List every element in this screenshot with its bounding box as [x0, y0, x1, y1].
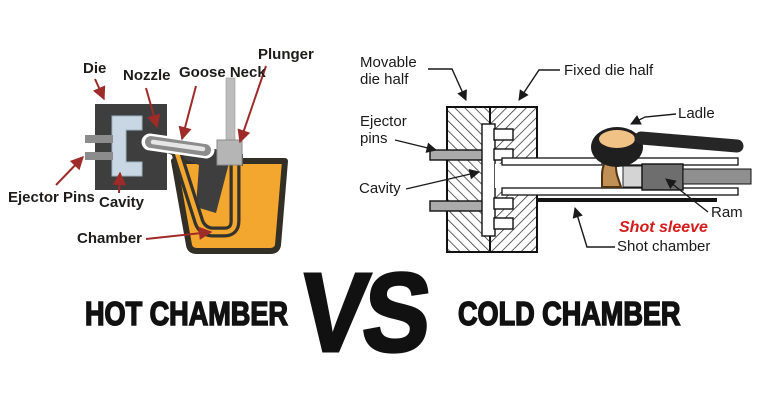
- shot-chamber-line: [537, 198, 717, 202]
- ejector-pin-bottom: [85, 152, 113, 160]
- label-chamber: Chamber: [77, 230, 143, 247]
- label-ejector-pins: Ejector Pins: [8, 189, 95, 206]
- cold-ejector-arrow: [394, 139, 438, 153]
- ladle-melt: [597, 128, 637, 150]
- sleeve-wall-top-left: [501, 157, 603, 166]
- sleeve-plug: [622, 165, 643, 188]
- nozzle-arrow: [145, 87, 161, 129]
- hot-chamber-title: HOT CHAMBER: [84, 294, 288, 333]
- label-cold-ejector-pins: Ejector pins: [360, 113, 407, 147]
- label-cavity: Cavity: [99, 194, 145, 211]
- cold-ejector-pin-top: [429, 149, 485, 161]
- label-ladle: Ladle: [678, 105, 715, 122]
- cold-die-cavity: [481, 123, 514, 237]
- plunger-rod: [225, 77, 236, 147]
- die-arrow: [92, 78, 106, 101]
- goose-neck-arrow: [178, 85, 197, 141]
- vs-title: VS: [293, 249, 433, 377]
- goose-neck-tube-melt: [172, 144, 238, 235]
- label-goose-neck: Goose Neck: [179, 64, 266, 81]
- label-die: Die: [83, 60, 107, 77]
- cavity-arrow: [112, 171, 127, 194]
- cold-leader-arrows: [394, 68, 709, 248]
- ladle-arrow: [630, 113, 677, 125]
- label-ram: Ram: [711, 204, 743, 221]
- cold-ejector-pin-bottom: [429, 200, 485, 212]
- label-cold-cavity: Cavity: [359, 180, 401, 197]
- label-nozzle: Nozzle: [123, 67, 171, 84]
- ejector-pin-top: [85, 135, 113, 143]
- label-movable-die-half: Movable die half: [360, 54, 417, 88]
- label-shot-sleeve: Shot sleeve: [619, 219, 708, 236]
- cold-chamber-title: COLD CHAMBER: [457, 294, 681, 333]
- cold-cavity-arrow: [405, 169, 481, 190]
- ram-rod: [682, 168, 752, 185]
- shot-chamber-arrow: [572, 206, 615, 248]
- fixed-die-arrow: [518, 69, 560, 101]
- hot-chamber-machine: [55, 65, 288, 254]
- nozzle-bore: [150, 139, 206, 152]
- plunger-cylinder: [216, 139, 243, 166]
- ram-piston: [641, 163, 684, 191]
- label-shot-chamber: Shot chamber: [617, 238, 711, 255]
- sleeve-wall-bottom: [501, 187, 739, 196]
- ram-arrow: [665, 178, 709, 213]
- ejector-pins-arrow: [55, 156, 84, 186]
- label-plunger: Plunger: [258, 46, 314, 63]
- label-fixed-die-half: Fixed die half: [564, 62, 654, 79]
- hot-leader-arrows: [55, 65, 267, 240]
- chamber-arrow: [145, 226, 213, 240]
- cold-chamber-machine: [394, 68, 752, 253]
- plunger-arrow: [237, 65, 267, 144]
- movable-die-arrow: [428, 68, 467, 101]
- ladle-handle: [634, 131, 744, 153]
